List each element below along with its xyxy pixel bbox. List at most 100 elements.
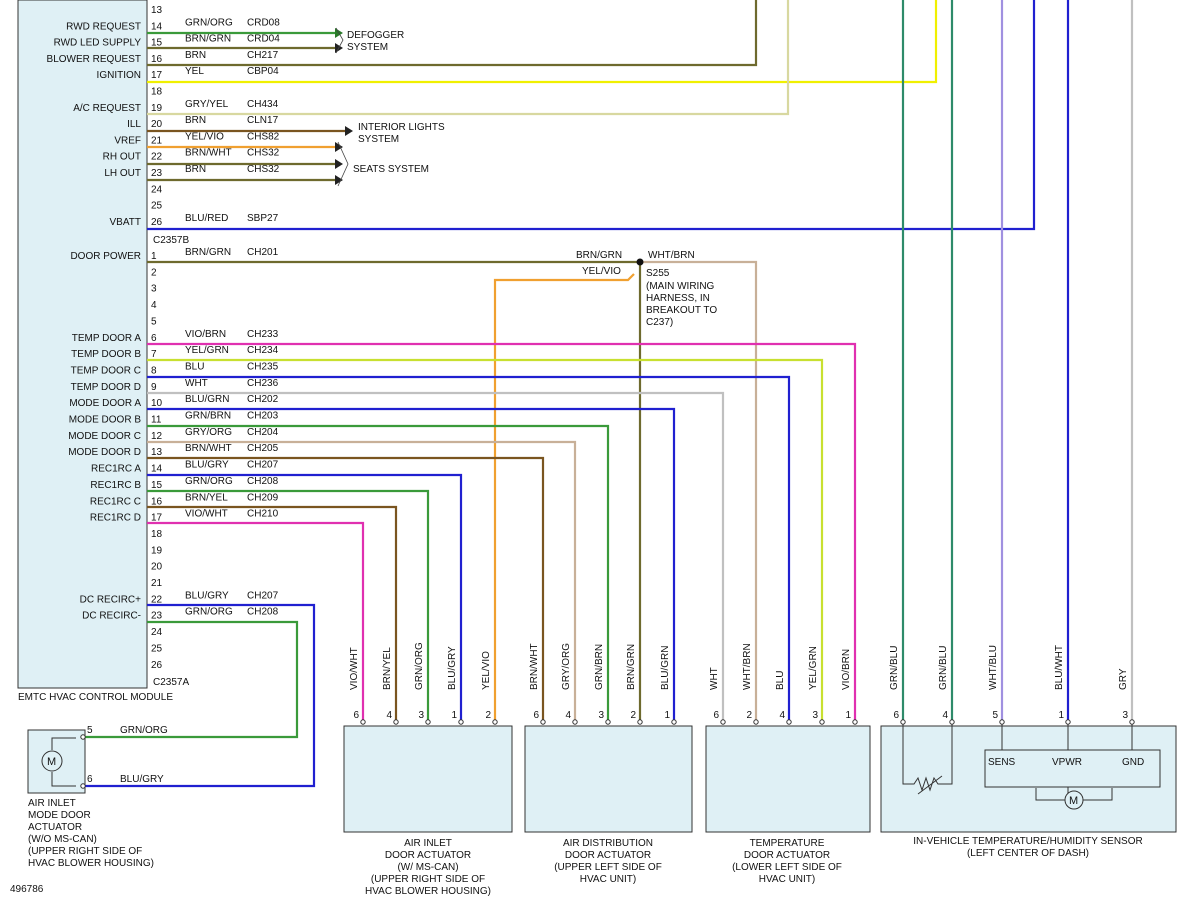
module-pin-number: 12 <box>151 431 163 442</box>
module-pin-number: 17 <box>151 70 163 81</box>
defogger-label-2: SYSTEM <box>347 42 388 53</box>
wire-temp-door-a <box>147 342 857 724</box>
air-inlet-mode-pin6: 6 <box>87 774 93 785</box>
wire-vbatt <box>147 0 1036 231</box>
splice-desc-1: (MAIN WIRING <box>646 281 715 292</box>
actuator-wire-color: BLU/GRY <box>447 646 458 690</box>
actuator-wire-color: VIO/WHT <box>349 647 360 690</box>
air-inlet-mode-title: AIR INLET MODE DOOR ACTUATOR (W/O MS-CAN… <box>28 798 154 869</box>
module-pin-label: DC RECIRC+ <box>80 594 142 605</box>
wire-color-label: BLU <box>185 361 204 372</box>
wire-mode-door-a <box>147 407 676 724</box>
wires-sensor <box>901 0 1134 724</box>
module-pin-label: VBATT <box>110 217 141 228</box>
pin-terminal <box>492 719 498 725</box>
module-pin-label: REC1RC C <box>90 496 141 507</box>
pin-terminal <box>999 719 1005 725</box>
actuator-pin-number: 1 <box>664 710 670 721</box>
wires-connector-a <box>85 260 857 788</box>
wire-temp-door-b <box>147 358 824 724</box>
pin-terminal <box>637 719 643 725</box>
wire-temp-door-c <box>147 375 791 724</box>
actuator-wire-color: GRY <box>1118 668 1129 690</box>
actuator-pin-number: 6 <box>893 710 899 721</box>
module-pin-number: 16 <box>151 54 163 65</box>
actuator-pin-number: 3 <box>418 710 424 721</box>
module-pin-number: 21 <box>151 578 163 589</box>
sensor-gnd-label: GND <box>1122 757 1144 768</box>
module-pin-label: TEMP DOOR A <box>72 333 142 344</box>
circuit-label: CH233 <box>247 329 279 340</box>
module-pin-number: 6 <box>151 333 157 344</box>
wire-recirc-a <box>147 473 463 724</box>
wire-color-label: WHT <box>185 378 208 389</box>
module-pin-number: 26 <box>151 660 163 671</box>
temp-title-3: (LOWER LEFT SIDE OF <box>732 862 842 873</box>
circuit-label: CBP04 <box>247 66 279 77</box>
actuator-pin-number: 4 <box>565 710 571 721</box>
circuit-label: CH434 <box>247 99 279 110</box>
wire-dc-recirc-minus <box>85 620 299 739</box>
wire-color-label: BRN/YEL <box>185 492 228 503</box>
air-dist-title-3: (UPPER LEFT SIDE OF <box>554 862 662 873</box>
module-pin-number: 3 <box>151 284 157 295</box>
air-inlet-mode-title-6: HVAC BLOWER HOUSING) <box>28 858 154 869</box>
actuator-wire-color: BRN/GRN <box>626 644 637 690</box>
air-inlet-mode-pin5-terminal <box>80 734 86 740</box>
module-pin-number: 20 <box>151 562 163 573</box>
module-pin-number: 8 <box>151 365 157 376</box>
air-inlet-mode-pin6-terminal <box>80 783 86 789</box>
wire-color-label: GRN/ORG <box>185 17 233 28</box>
pin-terminal <box>1129 719 1135 725</box>
actuator-wire-color: GRN/BRN <box>594 644 605 690</box>
temp-actuator-box <box>705 725 871 833</box>
wire-color-label: BRN <box>185 164 206 175</box>
module-pin-number: 19 <box>151 545 163 556</box>
sensor-vpwr-label: VPWR <box>1052 757 1082 768</box>
actuator-wire-color: GRN/BLU <box>889 646 900 690</box>
actuator-wire-color: WHT/BLU <box>988 645 999 690</box>
defogger-label-1: DEFOGGER <box>347 30 404 41</box>
module-pin-number: 15 <box>151 480 163 491</box>
circuit-label: SBP27 <box>247 213 279 224</box>
air-inlet-mode-pin5: 5 <box>87 725 93 736</box>
actuator-wire-color: VIO/BRN <box>841 649 852 690</box>
wire-color-label: BRN/WHT <box>185 148 232 159</box>
circuit-label: CH234 <box>247 345 279 356</box>
wire-mode-door-d <box>147 456 545 724</box>
circuit-label: CHS32 <box>247 164 280 175</box>
actuator-pin-number: 2 <box>630 710 636 721</box>
module-pin-number: 24 <box>151 627 163 638</box>
pin-terminal <box>720 719 726 725</box>
temp-title-1: TEMPERATURE <box>750 838 825 849</box>
sensor-box <box>880 725 1177 833</box>
seats-label: SEATS SYSTEM <box>353 164 429 175</box>
wire-color-label: VIO/WHT <box>185 509 228 520</box>
wire-recirc-c <box>147 505 398 724</box>
module-pin-number: 22 <box>151 594 163 605</box>
module-pin-label: TEMP DOOR D <box>71 382 141 393</box>
module-pin-label: DC RECIRC- <box>82 611 141 622</box>
module-pin-number: 21 <box>151 135 163 146</box>
wire-ignition <box>147 0 938 84</box>
circuit-label: CH208 <box>247 607 279 618</box>
module-pin-label: VREF <box>114 135 141 146</box>
diagram-id: 496786 <box>10 884 44 895</box>
circuit-label: CH207 <box>247 590 279 601</box>
actuator-wire-color: BLU/GRN <box>660 646 671 690</box>
actuator-pin-number: 2 <box>746 710 752 721</box>
actuator-wire-color: WHT <box>709 667 720 690</box>
wire-splice-yel-vio <box>493 273 635 724</box>
module-pin-number: 4 <box>151 300 157 311</box>
module-pin-number: 11 <box>151 415 162 426</box>
module-pin-number: 14 <box>151 21 163 32</box>
air-inlet-title: AIR INLET DOOR ACTUATOR (W/ MS-CAN) (UPP… <box>365 838 491 897</box>
connector-b-label: C2357B <box>153 235 189 246</box>
air-inlet-mode-title-1: AIR INLET <box>28 798 76 809</box>
air-inlet-title-1: AIR INLET <box>404 838 452 849</box>
actuator-pin-number: 6 <box>713 710 719 721</box>
wire-color-label: BRN/WHT <box>185 443 232 454</box>
air-inlet-mode-title-5: (UPPER RIGHT SIDE OF <box>28 846 142 857</box>
